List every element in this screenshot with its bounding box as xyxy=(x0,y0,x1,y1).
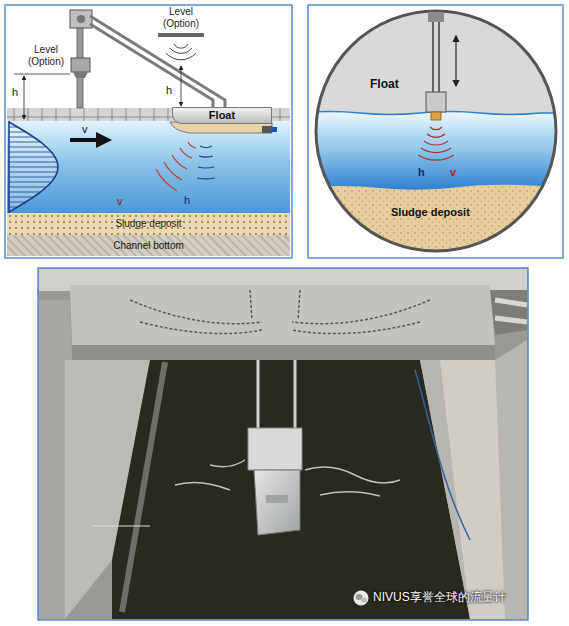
dimension-label: h xyxy=(12,86,18,99)
channel-bottom-band: Channel bottom xyxy=(7,235,290,256)
float-box: Float xyxy=(172,107,272,124)
dimension-label: h xyxy=(166,84,172,97)
level-option-label: Level (Option) xyxy=(22,44,70,67)
part-label: Sludge deposit xyxy=(391,206,470,219)
part-label: Float xyxy=(370,78,399,92)
node-text: Sludge deposit xyxy=(115,218,181,230)
node-text: Float xyxy=(209,109,235,122)
watermark: NIVUS享誉全球的流量计 xyxy=(373,591,506,605)
velocity-label: v xyxy=(450,166,456,179)
velocity-label: v xyxy=(117,195,123,208)
dimension-label: h xyxy=(418,166,425,179)
velocity-label: v xyxy=(82,123,88,136)
sludge-band: Sludge deposit xyxy=(7,213,290,235)
level-option-label: Level (Option) xyxy=(158,6,204,29)
node-text: Channel bottom xyxy=(113,240,184,252)
dimension-label: h xyxy=(184,194,190,207)
